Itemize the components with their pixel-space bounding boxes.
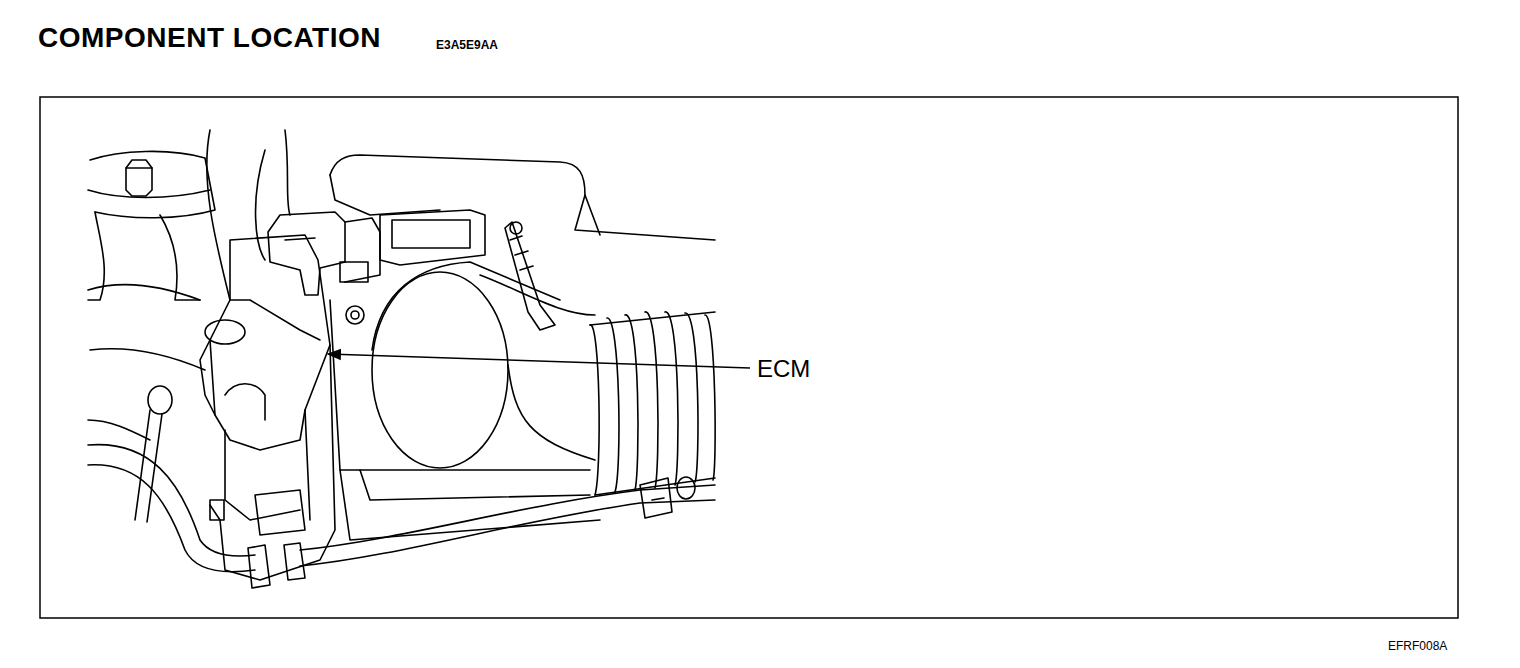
page-title: COMPONENT LOCATION (38, 24, 381, 52)
engine-bay-drawing (88, 130, 715, 588)
leader-line (328, 354, 750, 368)
part-label: ECM (757, 357, 810, 381)
figure-code: EFRF008A (1388, 640, 1447, 652)
document-code: E3A5E9AA (436, 39, 498, 51)
frame (40, 97, 1458, 618)
